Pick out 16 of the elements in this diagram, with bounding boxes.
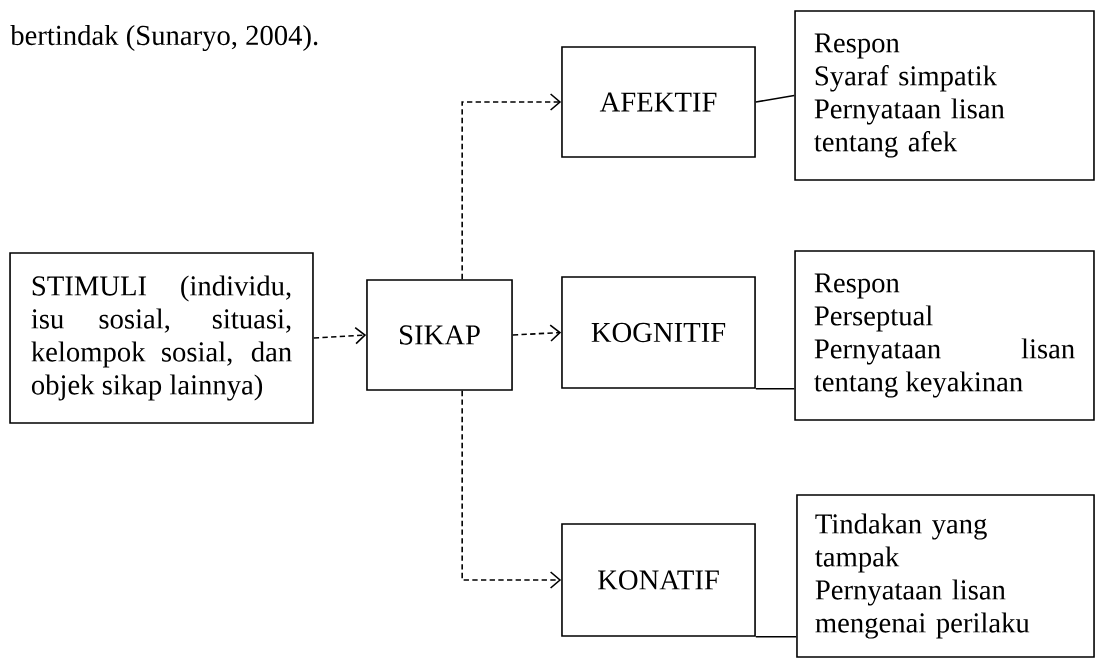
arrow bbox=[512, 324, 562, 342]
connector-line bbox=[755, 94, 796, 103]
connector-line bbox=[755, 636, 797, 638]
process-box: KONATIF bbox=[561, 523, 756, 637]
process-box: AFEKTIF bbox=[561, 46, 756, 158]
text-line: bertindak (Sunaryo, 2004). bbox=[10, 24, 318, 52]
arrow bbox=[312, 326, 367, 345]
connector-line bbox=[755, 387, 796, 390]
stimulus-box: STIMULI (individu, isu sosial, situasi, kelompok sosial, dan objek sikap lainnya) bbox=[9, 252, 314, 424]
response-box: Respon Syaraf simpatik Pernyataan lisan tentang afek bbox=[794, 10, 1095, 181]
process-box: SIKAP bbox=[366, 279, 513, 391]
response-box: Respon Perseptual Pernyataan lisan tentang keyakinan bbox=[794, 250, 1095, 421]
response-box: Tindakan yang tampak Pernyataan lisan mengenai perilaku bbox=[796, 494, 1095, 658]
arrow bbox=[461, 390, 562, 589]
arrow bbox=[461, 93, 562, 280]
process-box: KOGNITIF bbox=[561, 276, 756, 389]
